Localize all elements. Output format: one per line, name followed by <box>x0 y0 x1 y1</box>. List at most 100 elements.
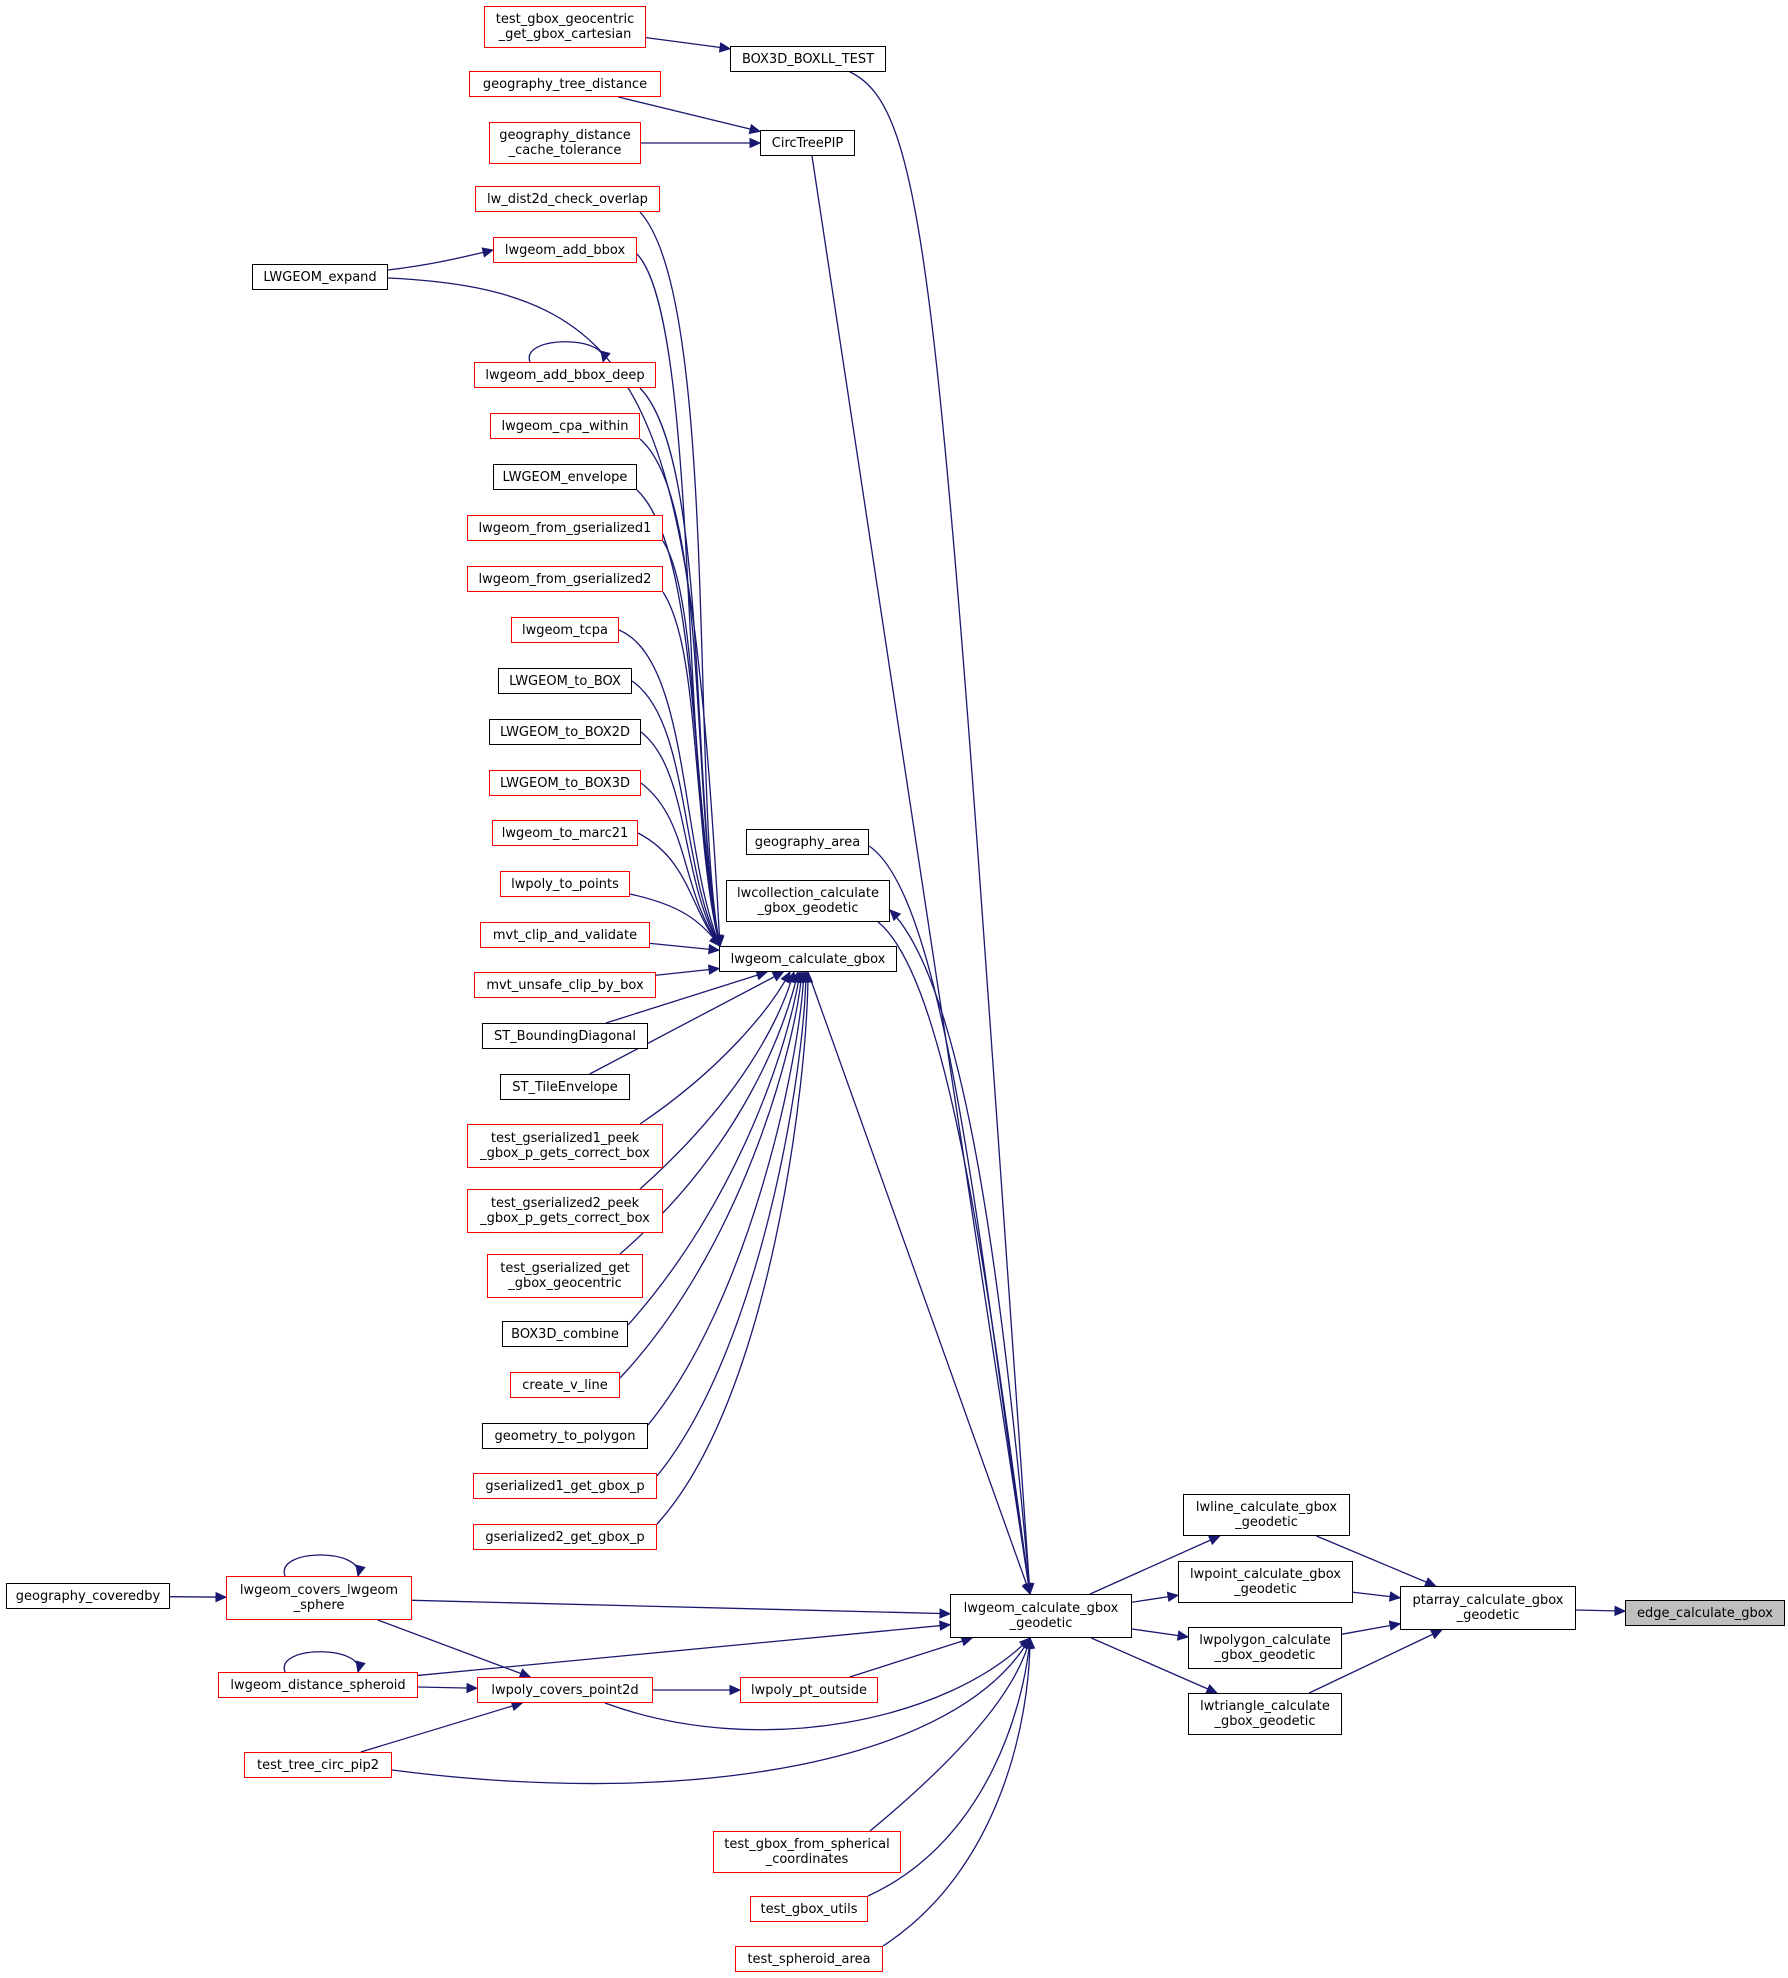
node-label-line: test_gserialized2_peek <box>490 1196 640 1211</box>
node-label-line: lwgeom_covers_lwgeom <box>239 1583 399 1598</box>
node-label-line: LWGEOM_envelope <box>502 469 628 485</box>
edge-lwpoly-pt-outside-to-lwgeom-calculate-gbox-geodetic <box>849 1636 974 1678</box>
node-lwgeom-to-box3d[interactable]: LWGEOM_to_BOX3D <box>489 770 641 796</box>
node-test-gbox-utils[interactable]: test_gbox_utils <box>750 1896 868 1922</box>
node-lwpoint-calculate-gbox-geodetic[interactable]: lwpoint_calculate_gbox_geodetic <box>1178 1561 1353 1603</box>
edge-lwgeom-covers-lwgeom-sphere-to-lwgeom-calculate-gbox-geodetic <box>411 1599 952 1619</box>
node-geometry-to-polygon[interactable]: geometry_to_polygon <box>482 1423 648 1449</box>
arrowhead <box>889 909 902 922</box>
arrowhead <box>1388 1591 1402 1602</box>
edge-test-spheroid-area-to-lwgeom-calculate-gbox-geodetic <box>882 1636 1036 1947</box>
arrowhead <box>749 137 762 149</box>
edge-lwgeom-expand-to-lwgeom-add-bbox <box>387 247 495 271</box>
node-label-line: _geodetic <box>1456 1608 1520 1623</box>
node-mvt-unsafe-clip-by-box[interactable]: mvt_unsafe_clip_by_box <box>474 972 656 998</box>
node-test-tree-circ-pip2[interactable]: test_tree_circ_pip2 <box>244 1752 392 1778</box>
edge-line <box>411 1599 951 1615</box>
arrowhead <box>1166 1591 1180 1603</box>
node-label-line: create_v_line <box>522 1377 608 1393</box>
arrowhead <box>755 970 769 981</box>
arrowhead <box>1205 1683 1219 1694</box>
node-box3d-boxll-test[interactable]: BOX3D_BOXLL_TEST <box>730 46 886 72</box>
node-lwgeom-tcpa[interactable]: lwgeom_tcpa <box>511 617 619 643</box>
edge-line <box>877 921 1031 1595</box>
arrowhead <box>1207 1535 1221 1546</box>
edge-line <box>619 971 803 1379</box>
node-label-line: LWGEOM_to_BOX2D <box>500 724 630 740</box>
edge-line <box>639 438 721 947</box>
node-lwtriangle-calculate-gbox-geodetic[interactable]: lwtriangle_calculate_gbox_geodetic <box>1188 1693 1342 1735</box>
edge-line <box>637 832 721 947</box>
edge-line <box>1308 1629 1442 1694</box>
node-ptarray-calculate-gbox-geodetic[interactable]: ptarray_calculate_gbox_geodetic <box>1400 1586 1576 1630</box>
node-lwpoly-to-points[interactable]: lwpoly_to_points <box>500 871 630 897</box>
node-lwpoly-covers-point2d[interactable]: lwpoly_covers_point2d <box>477 1677 653 1703</box>
node-lwgeom-expand[interactable]: LWGEOM_expand <box>252 264 388 290</box>
edge-line <box>639 971 791 1125</box>
node-geography-area[interactable]: geography_area <box>746 829 869 855</box>
edge-lwgeom-distance-spheroid-to-lwgeom-distance-spheroid <box>283 1651 366 1674</box>
node-label-line: LWGEOM_to_BOX3D <box>500 775 630 791</box>
node-lwgeom-to-box2d[interactable]: LWGEOM_to_BOX2D <box>489 719 641 745</box>
node-create-v-line[interactable]: create_v_line <box>510 1372 620 1398</box>
node-label-line: geography_tree_distance <box>482 76 648 92</box>
node-label-line: gserialized1_get_gbox_p <box>485 1478 645 1494</box>
arrowhead <box>1176 1630 1190 1641</box>
node-test-spheroid-area[interactable]: test_spheroid_area <box>735 1946 883 1972</box>
arrowhead <box>939 1608 952 1619</box>
node-test-gserialized2-peek-gbox-p-gets-correct-box[interactable]: test_gserialized2_peek_gbox_p_gets_corre… <box>467 1189 663 1233</box>
node-lwgeom-to-marc21[interactable]: lwgeom_to_marc21 <box>492 820 638 846</box>
node-mvt-clip-and-validate[interactable]: mvt_clip_and_validate <box>480 922 650 948</box>
node-lwline-calculate-gbox-geodetic[interactable]: lwline_calculate_gbox_geodetic <box>1183 1494 1350 1536</box>
arrowhead <box>718 42 732 53</box>
edge-line <box>387 277 721 947</box>
edge-lwgeom-add-bbox-deep-to-lwgeom-add-bbox-deep <box>528 341 611 364</box>
node-label-line: ST_TileEnvelope <box>512 1079 618 1095</box>
node-label-line: lwpoint_calculate_gbox <box>1190 1567 1341 1582</box>
node-lwcollection-calculate-gbox-geodetic[interactable]: lwcollection_calculate_gbox_geodetic <box>726 880 890 922</box>
node-box3d-combine[interactable]: BOX3D_combine <box>502 1321 628 1347</box>
node-gserialized2-get-gbox-p[interactable]: gserialized2_get_gbox_p <box>473 1524 657 1550</box>
edge-line <box>645 37 731 50</box>
node-label-line: _geodetic <box>1009 1616 1073 1631</box>
edge-line <box>639 211 721 947</box>
node-label-line: lwgeom_from_gserialized1 <box>478 520 652 536</box>
node-lwgeom-from-gserialized2[interactable]: lwgeom_from_gserialized2 <box>467 566 663 592</box>
node-gserialized1-get-gbox-p[interactable]: gserialized1_get_gbox_p <box>473 1473 657 1499</box>
edge-st-tileenvelope-to-lwgeom-calculate-gbox <box>589 971 785 1075</box>
edge-lwcollection-calculate-gbox-geodetic-to-lwgeom-calculate-gbox-geodetic <box>877 921 1034 1596</box>
node-lwgeom-calculate-gbox-geodetic[interactable]: lwgeom_calculate_gbox_geodetic <box>950 1594 1132 1638</box>
node-geography-tree-distance[interactable]: geography_tree_distance <box>469 71 661 97</box>
edge-line <box>882 1637 1031 1947</box>
node-lwgeom-add-bbox-deep[interactable]: lwgeom_add_bbox_deep <box>474 362 656 388</box>
node-test-gserialized-get-gbox-geocentric[interactable]: test_gserialized_get_gbox_geocentric <box>487 1254 643 1298</box>
node-lwgeom-to-box[interactable]: LWGEOM_to_BOX <box>498 668 632 694</box>
edge-gserialized1-get-gbox-p-to-lwgeom-calculate-gbox <box>656 970 812 1477</box>
edge-lwpolygon-calculate-gbox-geodetic-to-ptarray-calculate-gbox-geodetic <box>1341 1620 1402 1635</box>
node-lwgeom-add-bbox[interactable]: lwgeom_add_bbox <box>493 237 637 263</box>
node-label-line: CircTreePIP <box>771 135 844 151</box>
node-lwgeom-envelope[interactable]: LWGEOM_envelope <box>493 464 637 490</box>
node-test-gbox-geocentric-get-gbox-cartesian[interactable]: test_gbox_geocentric_get_gbox_cartesian <box>484 6 646 48</box>
node-label-line: gserialized2_get_gbox_p <box>485 1529 645 1545</box>
node-lwgeom-calculate-gbox[interactable]: lwgeom_calculate_gbox <box>719 946 897 972</box>
node-lwgeom-cpa-within[interactable]: lwgeom_cpa_within <box>490 413 640 439</box>
node-geography-coveredby[interactable]: geography_coveredby <box>6 1583 170 1609</box>
node-test-gserialized1-peek-gbox-p-gets-correct-box[interactable]: test_gserialized1_peek_gbox_p_gets_corre… <box>467 1124 663 1168</box>
node-circtreepip[interactable]: CircTreePIP <box>760 130 855 156</box>
node-test-gbox-from-spherical-coordinates[interactable]: test_gbox_from_spherical_coordinates <box>713 1831 901 1873</box>
node-lw-dist2d-check-overlap[interactable]: lw_dist2d_check_overlap <box>475 186 660 212</box>
node-lwgeom-from-gserialized1[interactable]: lwgeom_from_gserialized1 <box>467 515 663 541</box>
edge-lwgeom-covers-lwgeom-sphere-to-lwpoly-covers-point2d <box>377 1619 532 1679</box>
arrowhead <box>355 1660 366 1674</box>
node-geography-distance-cache-tolerance[interactable]: geography_distance_cache_tolerance <box>489 122 641 164</box>
edge-line <box>868 845 1031 1595</box>
node-st-tileenvelope[interactable]: ST_TileEnvelope <box>500 1074 630 1100</box>
edge-line <box>640 782 721 947</box>
node-st-boundingdiagonal[interactable]: ST_BoundingDiagonal <box>482 1023 648 1049</box>
node-lwgeom-covers-lwgeom-sphere[interactable]: lwgeom_covers_lwgeom_sphere <box>226 1576 412 1620</box>
node-lwpoly-pt-outside[interactable]: lwpoly_pt_outside <box>740 1677 878 1703</box>
node-lwpolygon-calculate-gbox-geodetic[interactable]: lwpolygon_calculate_gbox_geodetic <box>1188 1627 1342 1669</box>
node-lwgeom-distance-spheroid[interactable]: lwgeom_distance_spheroid <box>218 1672 418 1698</box>
edge-line <box>656 971 809 1525</box>
